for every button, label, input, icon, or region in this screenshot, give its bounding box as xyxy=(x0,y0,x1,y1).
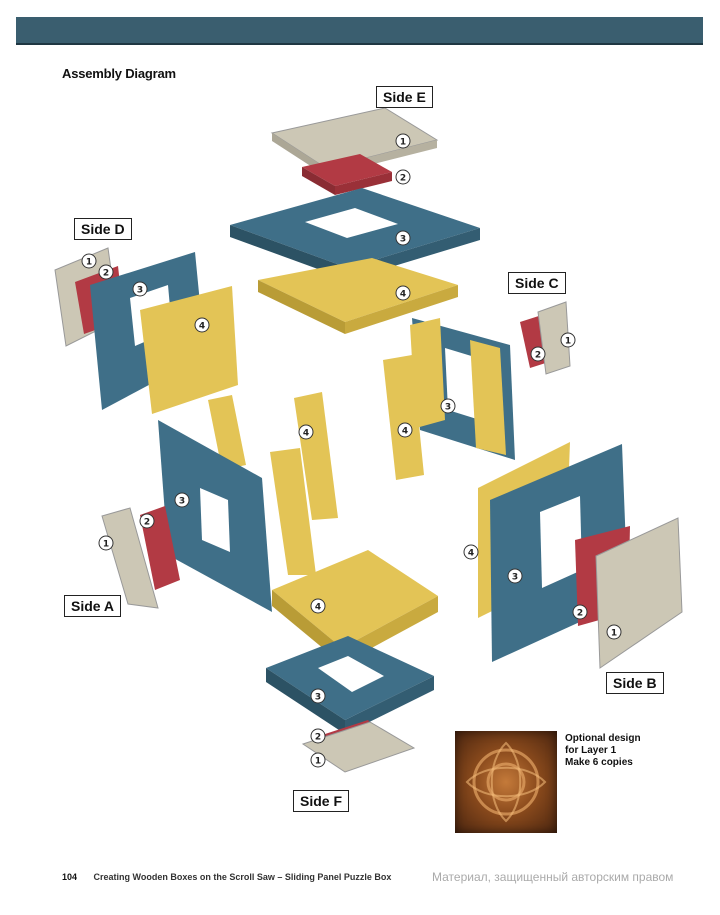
side-b-label: Side B xyxy=(606,672,664,694)
badge: 1 xyxy=(310,752,326,768)
middle-layer4-pieces xyxy=(208,392,338,575)
svg-text:2: 2 xyxy=(144,518,150,528)
badge: 3 xyxy=(395,230,411,246)
svg-text:1: 1 xyxy=(103,540,109,550)
svg-text:2: 2 xyxy=(103,269,109,279)
svg-text:1: 1 xyxy=(611,629,617,639)
badge: 4 xyxy=(194,317,210,333)
badge: 4 xyxy=(310,598,326,614)
celtic-knot-icon xyxy=(465,741,547,823)
svg-text:3: 3 xyxy=(315,693,321,703)
side-a-layers xyxy=(101,420,272,612)
badge: 1 xyxy=(560,332,576,348)
svg-text:2: 2 xyxy=(315,733,321,743)
badge: 1 xyxy=(98,535,114,551)
svg-text:1: 1 xyxy=(315,757,321,767)
side-f-layers xyxy=(266,550,438,773)
badge: 2 xyxy=(395,169,411,185)
side-a-layer1 xyxy=(101,507,159,609)
svg-text:1: 1 xyxy=(400,138,406,148)
page-number: 104 xyxy=(62,872,78,882)
header-bar xyxy=(16,17,703,45)
side-e-layer2 xyxy=(302,154,392,186)
svg-text:3: 3 xyxy=(512,573,518,583)
svg-text:3: 3 xyxy=(400,235,406,245)
design-note: Optional design for Layer 1 Make 6 copie… xyxy=(565,733,641,768)
side-e-layers xyxy=(230,107,480,334)
badge: 3 xyxy=(440,398,456,414)
badge: 1 xyxy=(606,624,622,640)
badge: 1 xyxy=(81,253,97,269)
badge: 2 xyxy=(310,728,326,744)
svg-text:1: 1 xyxy=(86,258,92,268)
side-a-label: Side A xyxy=(64,595,122,617)
badge: 2 xyxy=(530,346,546,362)
badge: 4 xyxy=(397,422,413,438)
number-badges: 1 2 3 4 1 2 3 4 1 2 3 4 4 1 2 3 4 3 2 1 … xyxy=(81,133,622,768)
svg-text:4: 4 xyxy=(303,429,309,439)
badge: 4 xyxy=(463,544,479,560)
svg-text:3: 3 xyxy=(137,286,143,296)
side-c-label: Side C xyxy=(508,272,566,294)
badge: 3 xyxy=(507,568,523,584)
svg-text:2: 2 xyxy=(577,609,583,619)
badge: 3 xyxy=(174,492,190,508)
side-c-layers xyxy=(383,301,571,480)
badge: 2 xyxy=(572,604,588,620)
footer: 104 Creating Wooden Boxes on the Scroll … xyxy=(62,872,391,882)
svg-text:3: 3 xyxy=(445,403,451,413)
svg-text:1: 1 xyxy=(565,337,571,347)
side-f-label: Side F xyxy=(293,790,350,812)
svg-text:4: 4 xyxy=(402,427,408,437)
svg-text:3: 3 xyxy=(179,497,185,507)
side-e-layer4 xyxy=(258,258,458,322)
side-d-layer4 xyxy=(140,286,238,414)
svg-text:4: 4 xyxy=(468,549,474,559)
svg-text:2: 2 xyxy=(535,351,541,361)
badge: 2 xyxy=(139,513,155,529)
badge: 4 xyxy=(395,285,411,301)
badge: 2 xyxy=(98,264,114,280)
celtic-design-image xyxy=(455,731,557,833)
book-title: Creating Wooden Boxes on the Scroll Saw … xyxy=(93,872,392,882)
svg-text:4: 4 xyxy=(315,603,321,613)
svg-text:2: 2 xyxy=(400,174,406,184)
badge: 1 xyxy=(395,133,411,149)
side-f-layer1 xyxy=(301,721,416,773)
side-e-label: Side E xyxy=(376,86,433,108)
watermark: Материал, защищенный авторским правом xyxy=(432,870,674,884)
side-d-layers xyxy=(54,247,238,414)
badge: 3 xyxy=(132,281,148,297)
side-f-layer4 xyxy=(272,550,438,648)
badge: 3 xyxy=(310,688,326,704)
badge: 4 xyxy=(298,424,314,440)
side-d-label: Side D xyxy=(74,218,132,240)
svg-text:4: 4 xyxy=(400,290,406,300)
diagram-title: Assembly Diagram xyxy=(62,66,176,81)
side-b-layers xyxy=(478,442,683,669)
svg-text:4: 4 xyxy=(199,322,205,332)
